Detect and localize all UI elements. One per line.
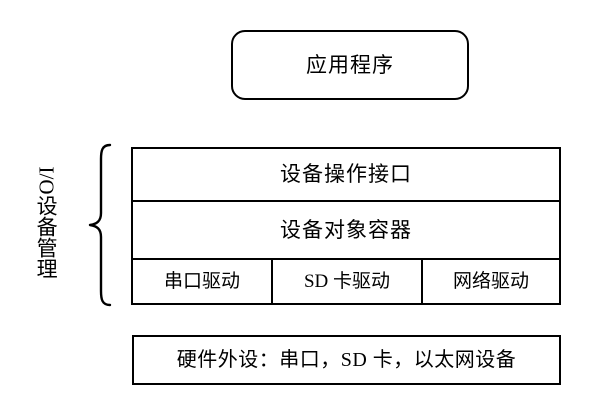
driver-cell-network: 网络驱动 [423,260,559,303]
application-box-label: 应用程序 [306,52,394,77]
driver-cell-label: 网络驱动 [452,271,529,292]
hardware-peripherals-box: 硬件外设：串口，SD 卡，以太网设备 [132,335,561,385]
driver-cell-sdcard: SD 卡驱动 [273,260,423,303]
io-stack-table: 设备操作接口 设备对象容器 串口驱动 SD 卡驱动 网络驱动 [131,147,561,305]
io-label-cjk: 设备管理 [34,194,59,279]
stack-row-label: 设备操作接口 [280,162,412,186]
application-box: 应用程序 [231,30,469,100]
stack-row-drivers: 串口驱动 SD 卡驱动 网络驱动 [133,260,559,303]
driver-cell-label: SD 卡驱动 [303,271,391,292]
io-device-management-label: I/O 设备管理 [30,140,62,308]
curly-brace-icon [86,143,114,307]
io-label-latin: I/O [34,166,59,194]
driver-cell-label: 串口驱动 [163,271,240,292]
hardware-peripherals-label: 硬件外设：串口，SD 卡，以太网设备 [176,349,517,371]
stack-row-device-object-container: 设备对象容器 [133,202,559,260]
stack-row-device-operation-interface: 设备操作接口 [133,149,559,202]
driver-cell-serial: 串口驱动 [133,260,273,303]
stack-row-label: 设备对象容器 [280,217,412,242]
